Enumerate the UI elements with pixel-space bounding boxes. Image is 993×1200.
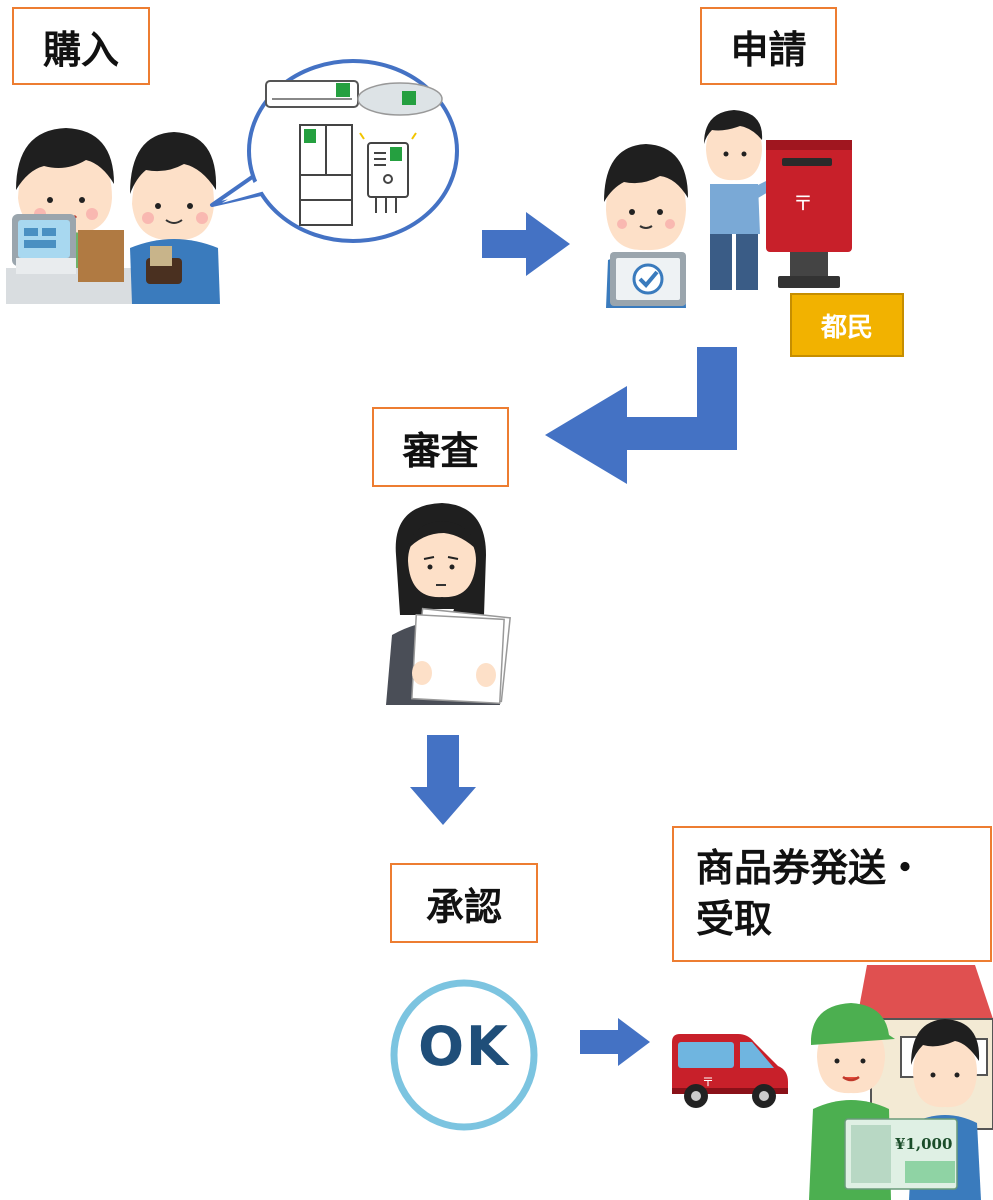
step-label-review-text: 審査 <box>402 428 479 473</box>
step-label-purchase-text: 購入 <box>42 27 119 72</box>
appliances-bubble-icon <box>210 59 459 243</box>
step-label-review: 審査 <box>372 407 509 487</box>
step-label-ship-line2: 受取 <box>696 897 773 941</box>
ok-stamp-icon <box>390 979 538 1131</box>
mail-van-icon: 〒 <box>672 1034 788 1108</box>
arrow-down-icon <box>410 735 476 825</box>
delivery-scene-icon <box>809 965 993 1200</box>
resident-tag-text: 都民 <box>820 312 873 343</box>
cashier-scene-icon <box>6 128 220 304</box>
svg-text:〒: 〒 <box>793 191 813 215</box>
step-label-apply-text: 申請 <box>730 27 807 72</box>
reviewer-woman-icon <box>386 503 511 705</box>
postbox-person-icon: 〒 <box>704 110 852 290</box>
voucher-amount-text: ¥1,000 <box>895 1135 953 1153</box>
step-label-approval-text: 承認 <box>425 884 502 929</box>
svg-text:〒: 〒 <box>702 1075 714 1089</box>
laptop-person-icon <box>604 144 688 308</box>
arrow-right-icon <box>482 212 570 276</box>
step-label-apply: 申請 <box>700 7 837 85</box>
step-label-approval: 承認 <box>390 863 538 943</box>
ok-stamp-text: OK <box>418 1015 510 1078</box>
arrow-bent-left-icon <box>545 347 737 484</box>
arrow-right-small-icon <box>580 1018 650 1066</box>
step-label-purchase: 購入 <box>12 7 150 85</box>
resident-tag: 都民 <box>790 293 904 357</box>
step-label-ship-line1: 商品券発送・ <box>696 845 925 890</box>
step-label-ship-receive: 商品券発送・ 受取 <box>672 826 992 962</box>
